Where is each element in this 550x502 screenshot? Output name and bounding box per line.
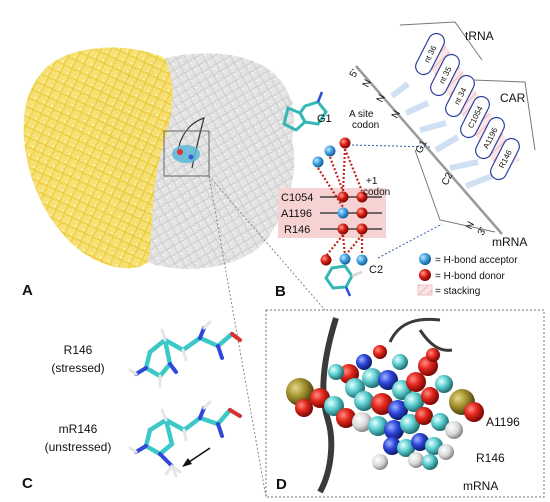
c2-donor-dot [320,254,332,266]
g1-acceptor-dot-2 [324,145,336,157]
methyl-arrow-icon [182,447,211,467]
g1-donor-dot [339,137,351,149]
zoom-box [163,130,210,177]
legend-acceptor-label: = H-bond acceptor [435,255,518,266]
mrna-label: mRNA [492,235,527,249]
mrna-bracket [414,149,496,233]
legend-acceptor-swatch [419,253,431,265]
mrna-nucleotide-n: N [464,220,477,231]
trna-box-nt35: nt 35 [430,53,460,97]
r146-label: R146 [64,343,93,357]
c2-acceptor-dot-2 [356,254,368,266]
ribosome-structure [23,47,295,269]
g1-label: G1 [317,113,332,125]
c2-acceptor-dot [339,253,351,265]
rna-ribbon-3 [418,329,453,352]
zoom-line-upper [208,175,326,311]
car-box-a1196: A1196 [475,116,505,160]
mrna-nucleotide-1: N [361,78,374,89]
a-site-codon-label-1: A site [349,109,374,120]
rna-backbone-ribbon [317,317,339,494]
c2-label: C2 [369,264,383,276]
mr146-label: mR146 [59,422,98,436]
mrna-nucleotide-c2: C2 [440,171,456,188]
panel-label-b: B [275,283,286,300]
plus1-codon-label-2: codon [363,187,390,198]
panel-label-c: C [22,475,33,492]
residue-label-c1054: C1054 [281,192,313,204]
trna-box-nt36: nt 36 [415,32,445,76]
r146-stick-model [128,320,242,388]
r146-state-label: (stressed) [51,361,104,375]
five-prime-label: 5' [348,68,361,80]
g1-base-structure [282,91,328,132]
panel-label-d: D [276,476,287,493]
mr146-state-label: (unstressed) [45,440,112,454]
car-box-r146: R146 [490,137,520,181]
car-box-c1054: C1054 [460,95,490,139]
large-subunit-yellow [23,47,173,269]
plus1-codon-label-1: +1 [366,176,378,187]
panel-label-a: A [22,282,33,299]
residue-label-r146: R146 [284,224,310,236]
legend-donor-label: = H-bond donor [435,271,505,282]
car-label: CAR [500,91,526,105]
trna-bracket [399,21,483,61]
residue-label-a1196: A1196 [281,208,312,220]
a-site-codon-label-2: codon [352,120,379,131]
three-prime-label: 3' [476,226,489,238]
mrna-nucleotide-3: N [390,109,403,120]
legend-stacking-swatch [417,284,433,296]
trna-label: tRNA [465,29,494,43]
link-c2-to-schematic [377,223,443,259]
hbond-dotted-lines [317,148,364,257]
mr146-stick-model [128,400,242,478]
link-g1-to-schematic [351,144,433,148]
mrna-backbone [355,65,503,235]
legend-donor-swatch [419,269,431,281]
residue-rows [320,191,382,235]
d-a1196-label: A1196 [486,415,520,429]
legend: = H-bond acceptor = H-bond donor = stack… [417,253,518,297]
legend-stacking-label: = stacking [435,286,480,297]
binding-site-zoom [172,145,200,163]
d-r146-label: R146 [476,451,505,465]
g1-acceptor-dot [312,156,324,168]
trna-box-nt34: nt 34 [445,74,475,118]
space-filling-model [286,317,484,494]
mrna-nucleotide-2: N [375,93,388,104]
d-mrna-label: mRNA [463,479,498,493]
contact-bands [390,81,494,189]
car-bracket [472,79,536,151]
rna-ribbon-2 [388,317,441,343]
c2-base-structure [324,264,363,297]
